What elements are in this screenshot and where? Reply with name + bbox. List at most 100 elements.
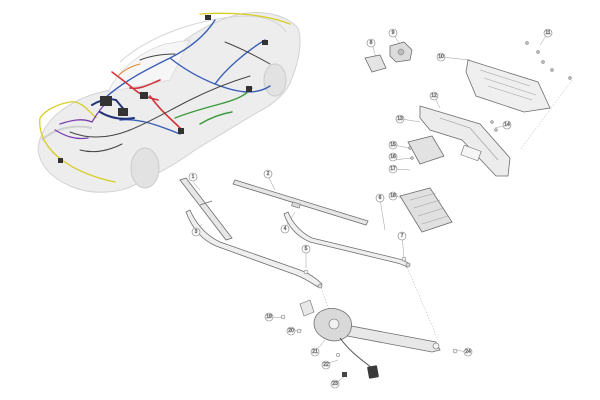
callout-13: 13	[395, 114, 405, 124]
callout-14: 14	[502, 120, 512, 130]
svg-text:16: 16	[390, 154, 396, 160]
wire-green	[174, 87, 253, 125]
callout-23: 23	[330, 379, 340, 389]
callout-21: 21	[310, 347, 320, 357]
svg-text:13: 13	[397, 116, 403, 122]
clip	[490, 120, 494, 124]
svg-text:23: 23	[332, 381, 338, 387]
svg-text:9: 9	[392, 30, 395, 36]
screw	[280, 314, 286, 320]
svg-text:21: 21	[312, 349, 318, 355]
wire-blue	[104, 19, 271, 135]
callout-25: 25	[309, 251, 311, 253]
connector-block	[178, 128, 184, 134]
svg-text:22: 22	[323, 362, 329, 368]
svg-text:19: 19	[266, 314, 272, 320]
svg-text:18: 18	[390, 193, 396, 199]
ecu-module	[399, 187, 453, 233]
svg-text:11: 11	[545, 30, 550, 36]
connector-block	[100, 96, 112, 106]
callout-20: 20	[286, 326, 296, 336]
wiper-assembly-parts	[179, 177, 411, 289]
svg-text:6: 6	[379, 195, 382, 201]
callout-2: 2	[263, 169, 273, 179]
svg-text:17: 17	[390, 166, 396, 172]
sensor-module	[364, 54, 387, 73]
screw	[568, 76, 572, 80]
callout-18: 18	[388, 191, 398, 201]
svg-text:12: 12	[431, 93, 437, 99]
vehicle-wiring-illustration	[37, 12, 301, 193]
callout-3: 3	[191, 227, 201, 237]
callout-1: 1	[188, 172, 198, 182]
callout-8: 8	[366, 38, 376, 48]
wiper-blade-long	[232, 179, 369, 226]
screw	[550, 68, 554, 72]
motor-cable	[339, 337, 373, 369]
callout-6: 6	[375, 193, 385, 203]
connector-block	[118, 108, 128, 116]
screw	[335, 352, 341, 358]
callout-15: 15	[388, 140, 398, 150]
car-rear-wheel	[263, 63, 287, 97]
harness-connectors	[58, 15, 268, 163]
callout-7: 7	[397, 231, 407, 241]
svg-text:5: 5	[305, 246, 308, 252]
nut	[303, 269, 309, 275]
wiper-arm-left	[185, 209, 323, 288]
motor-connector	[367, 365, 379, 379]
svg-text:7: 7	[401, 233, 404, 239]
wiper-blade-short	[179, 177, 233, 241]
connector-block	[58, 158, 63, 163]
connector-block	[262, 40, 268, 45]
screw	[296, 328, 302, 334]
assembly-dashed-lines	[319, 79, 573, 341]
svg-text:20: 20	[288, 328, 294, 334]
svg-text:8: 8	[370, 40, 373, 46]
svg-text:15: 15	[390, 142, 396, 148]
nut	[452, 348, 458, 354]
callout-19: 19	[264, 312, 274, 322]
svg-text:2: 2	[267, 171, 270, 177]
nut	[401, 256, 407, 262]
wiper-arm-right	[283, 211, 411, 268]
car-windshield	[107, 39, 191, 93]
callout-9: 9	[388, 28, 398, 38]
callout-16: 16	[388, 152, 398, 162]
screw	[541, 60, 545, 64]
callout-markers: 1 2 3 4 5 6 7 8 9 10 11 12 13 14 15 16 1…	[188, 28, 553, 389]
car-headlight	[41, 125, 93, 141]
wire-orange	[117, 63, 141, 77]
wiper-motor-linkage	[280, 256, 458, 379]
callout-17: 17	[388, 164, 398, 174]
svg-text:3: 3	[195, 229, 198, 235]
connector-block	[246, 86, 252, 92]
car-front-wheel	[130, 147, 160, 189]
wiring-harness	[39, 12, 291, 183]
callout-12: 12	[429, 91, 439, 101]
motor-bracket	[299, 299, 315, 317]
clip	[410, 156, 414, 160]
wire-dark-harness	[69, 41, 271, 153]
control-module	[407, 135, 445, 165]
svg-text:10: 10	[438, 54, 444, 60]
callout-5: 5	[301, 244, 311, 254]
car-roofline	[119, 15, 287, 63]
callout-10: 10	[436, 52, 446, 62]
connector-block	[205, 15, 211, 20]
svg-text:4: 4	[284, 226, 287, 232]
clip	[342, 372, 347, 377]
callout-4: 4	[280, 224, 290, 234]
screw	[536, 50, 540, 54]
svg-text:1: 1	[192, 174, 195, 180]
callout-24: 24	[463, 347, 473, 357]
callout-22: 22	[321, 360, 331, 370]
screw	[525, 41, 529, 45]
callout-11: 11	[543, 28, 553, 38]
connector-block	[140, 92, 148, 99]
module-parts	[364, 41, 572, 233]
clip	[408, 146, 412, 150]
svg-text:14: 14	[504, 122, 510, 128]
bracket-frame	[419, 105, 511, 177]
